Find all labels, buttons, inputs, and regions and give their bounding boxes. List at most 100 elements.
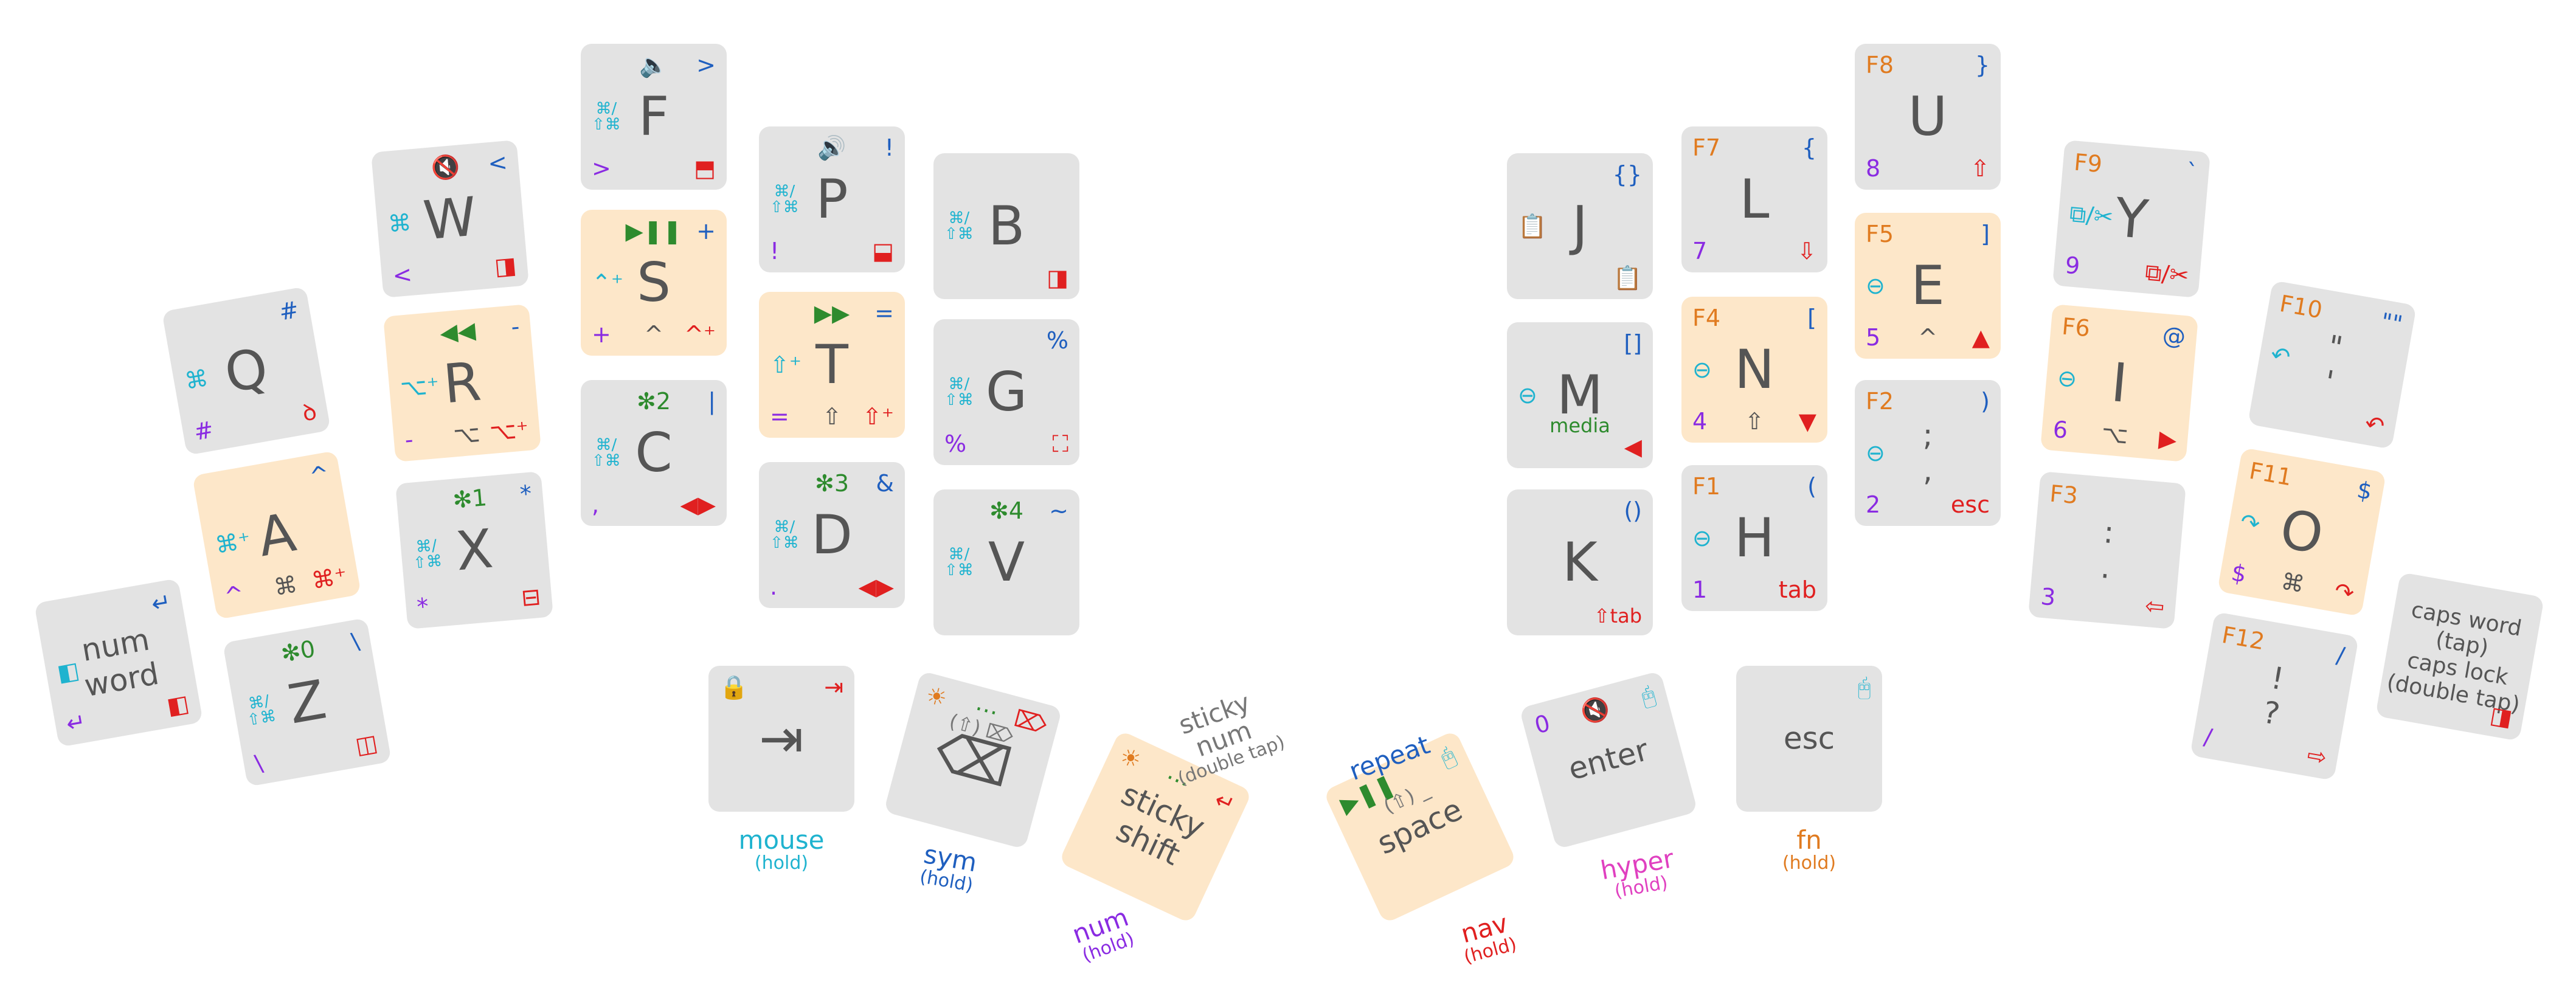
key-legend-edit: ◫	[353, 729, 380, 759]
key-legend-edit: ◀▶	[680, 491, 716, 518]
thumb-label-line: (hold)	[754, 852, 809, 874]
key-legend-symbol: )	[1981, 388, 1990, 415]
key-s-8: S▶❚❚+⌃⁺+^^⁺	[581, 210, 727, 356]
key-label: G	[985, 361, 1028, 423]
key-legend-number: .	[770, 573, 778, 600]
key-legend-edit: ꝺ	[300, 398, 319, 427]
key-v-15: V✻4~⌘/ ⇧⌘	[933, 489, 1079, 635]
key-legend-function: F5	[1866, 221, 1894, 247]
key-num-0: num word↵◧↵◧	[33, 578, 204, 748]
key-legend-media: ✻0	[279, 635, 317, 668]
key-legend-nav: ⌘/ ⇧⌘	[412, 536, 443, 573]
key-legend-number: *	[415, 592, 430, 621]
key-legend-number: /	[2201, 723, 2215, 751]
key-legend-primary: ⌘	[272, 570, 300, 601]
key-label: ; ,	[1922, 417, 1933, 488]
key-label: sticky shift	[1110, 776, 1210, 872]
key-label: : .	[2099, 514, 2116, 586]
key-z-3: Z✻0\⌘/ ⇧⌘\◫	[222, 617, 392, 787]
key-legend-number: 5	[1866, 324, 1881, 351]
key-legend-symbol: ]	[1981, 221, 1990, 247]
key-legend-nav: ⇧⁺	[770, 351, 802, 378]
key-legend-number: -	[403, 426, 415, 454]
key-legend-symbol: @	[2161, 321, 2187, 351]
key-legend-symbol: #	[277, 295, 301, 326]
key-legend-nav: ⌃⁺	[592, 269, 623, 296]
key-legend-nav: 🖰	[1857, 674, 1871, 700]
key-legend-function: F4	[1692, 305, 1721, 331]
key-legend-symbol: ""	[2378, 308, 2405, 338]
key-label: C	[635, 421, 673, 484]
key-label: U	[1908, 85, 1948, 148]
key-legend-function: ☀	[923, 681, 950, 713]
key-legend-edit: ◨	[493, 251, 518, 280]
key-legend-edit: ^⁺	[684, 321, 716, 348]
key-legend-number: >	[592, 155, 611, 182]
key-legend-nav: ⌘/ ⇧⌘	[592, 436, 621, 470]
key-f-7: F🔈>⌘/ ⇧⌘>⬒	[581, 44, 727, 190]
thumb-label-line: fn	[1796, 825, 1822, 855]
key-label: Z	[283, 668, 331, 736]
thumb-label-line: mouse	[738, 825, 825, 855]
key-legend-edit: ⬒	[694, 155, 716, 182]
key-legend-edit: ⇧	[1970, 155, 1990, 182]
thumb-label-num: num(hold)	[1068, 902, 1138, 966]
key-legend-primary: ⇧	[822, 403, 842, 430]
key-legend-primary: ^	[1918, 324, 1937, 351]
key-legend-edit: ⇨	[2305, 741, 2329, 772]
key-legend-nav: 📋	[1518, 213, 1547, 240]
key-legend-number: ↵	[64, 708, 88, 738]
key-j-22: J{}📋📋	[1507, 153, 1653, 299]
key-legend-symbol: *	[519, 480, 533, 508]
thumb-label-sym: sym(hold)	[918, 839, 979, 896]
key-legend-function: F8	[1866, 52, 1894, 78]
key-label: " '	[2322, 328, 2346, 400]
key-legend-number: 2	[1866, 491, 1881, 518]
key-label: E	[1911, 254, 1945, 317]
key-label: W	[421, 185, 479, 252]
key-symbol-36: ! ?F12//⇨	[2189, 611, 2360, 781]
key-legend-nav: ⌘⁺	[213, 526, 253, 559]
key-legend-nav: ↷	[2238, 508, 2262, 538]
key-legend-edit: ◨	[2488, 701, 2515, 732]
key-legend-edit: ⇧⁺	[862, 403, 894, 430]
key-legend-symbol: [	[1807, 305, 1816, 331]
key-g-14: G%⌘/ ⇧⌘%⛶	[933, 319, 1079, 465]
key-legend-edit: ◀▶	[858, 573, 894, 600]
key-label: M	[1557, 364, 1603, 426]
key-legend-nav: ⊖	[1692, 356, 1712, 383]
key-legend-function: F10	[2277, 289, 2325, 324]
key-legend-number: %	[944, 430, 967, 457]
key-legend-symbol: !	[884, 134, 894, 161]
key-legend-edit: tab	[1778, 576, 1816, 603]
key-symbol-34: " 'F10""↶↶	[2247, 280, 2417, 450]
thumb-label-nav: nav(hold)	[1455, 908, 1519, 968]
key-legend-edit: ▲	[1972, 324, 1990, 351]
key-legend-edit: ⌥⁺	[488, 415, 530, 446]
key-legend-media: 🔇	[1577, 693, 1613, 727]
key-legend-symbol: +	[696, 218, 716, 244]
key-label: Y	[2112, 185, 2151, 252]
key-label: R	[441, 350, 483, 416]
key-c-9: C✻2|⌘/ ⇧⌘,◀▶	[581, 380, 727, 526]
key-label: D	[811, 503, 853, 566]
key-legend-media: media	[1549, 413, 1610, 437]
key-legend-symbol: []	[1624, 330, 1642, 357]
key-label: ! ?	[2260, 660, 2287, 732]
key-legend-nav: ◧	[55, 656, 81, 687]
key-label: X	[453, 517, 496, 583]
key-legend-symbol: (	[1807, 473, 1816, 500]
key-legend-primary: ^	[644, 321, 663, 348]
key-legend-primary: ⌥	[2100, 420, 2130, 449]
key-legend-symbol: \	[349, 627, 362, 655]
key-label: T	[815, 333, 848, 396]
key-legend-edit: 📋	[1613, 264, 1642, 291]
key-q-1: Q#⌘#ꝺ	[161, 286, 331, 456]
